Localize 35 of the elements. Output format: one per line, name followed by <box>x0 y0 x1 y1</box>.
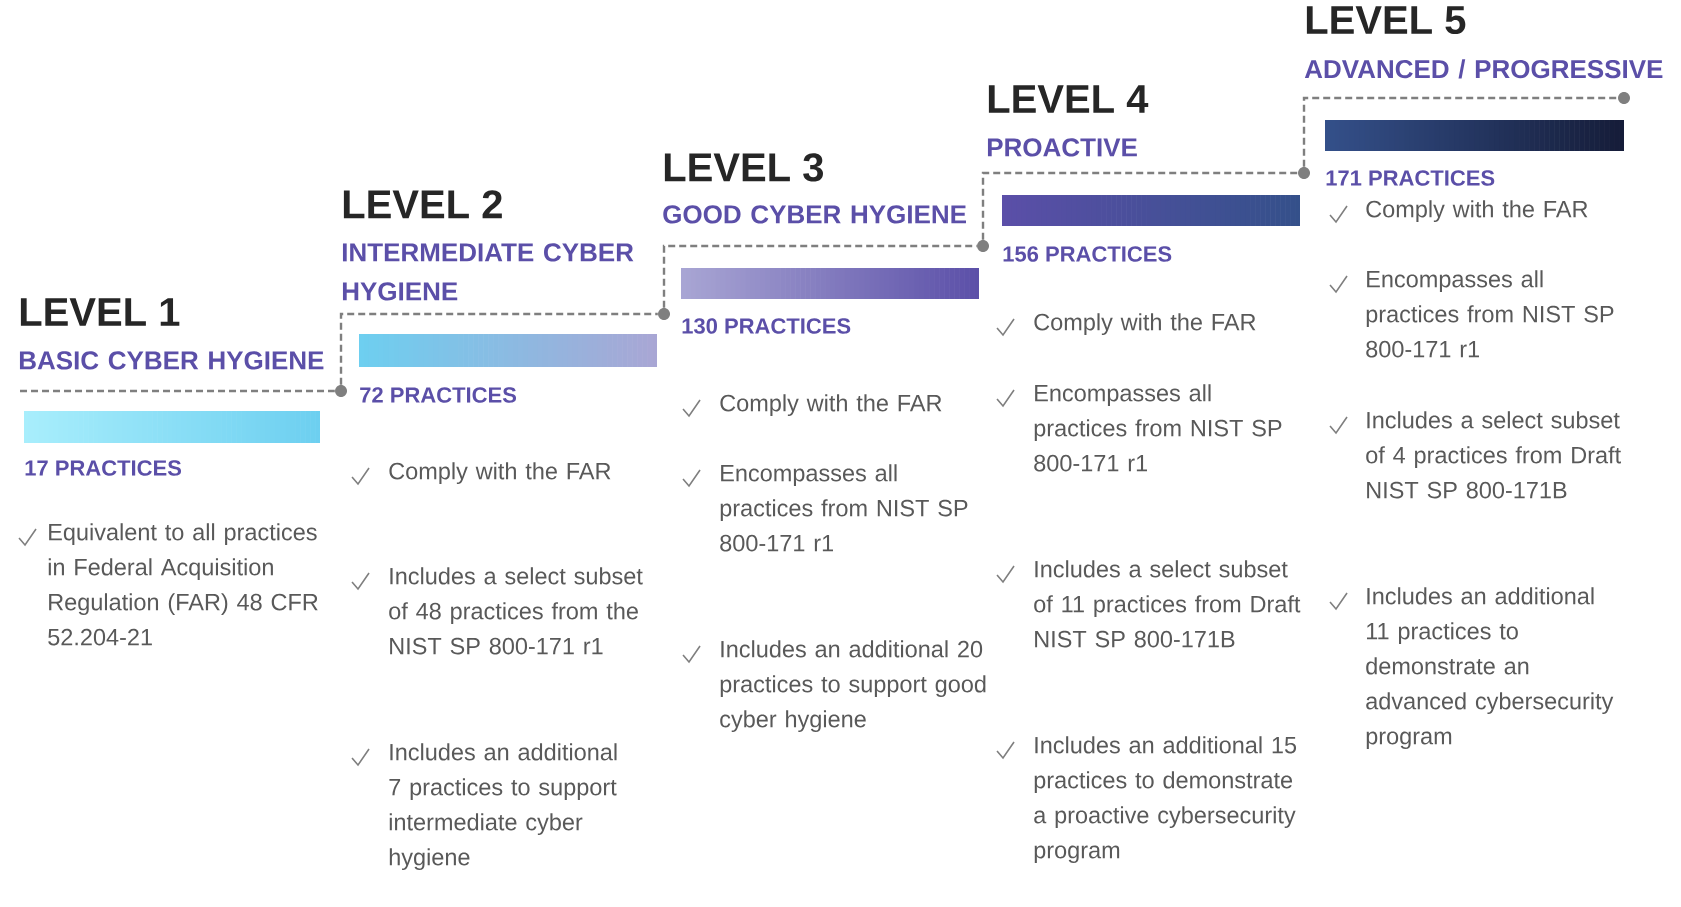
level-subtitle: BASIC CYBER HYGIENE <box>19 351 324 370</box>
bullet-text: Equivalent to all practices in Federal Acquisition Regulation (FAR) 48 CFR 52.204-21 <box>48 523 318 646</box>
bullet-text: Comply with the FAR <box>1366 200 1588 223</box>
level-subtitle: INTERMEDIATE CYBER HYGIENE <box>342 243 634 301</box>
bullet-text: Includes an additional 15 practices to demonstrate a proactive cybersecurity program <box>1034 736 1297 864</box>
bullet-text: Includes an additional 11 practices to demonstrate an advanced cybersecurity program <box>1366 587 1614 750</box>
level-subtitle: PROACTIVE <box>987 138 1137 157</box>
dashed-step-line <box>662 244 977 308</box>
dashed-step-line <box>20 389 335 393</box>
bullet-text: Comply with the FAR <box>720 394 942 417</box>
dashed-step-line <box>339 312 658 385</box>
dashed-step-line <box>1302 96 1618 167</box>
practice-count: 72 PRACTICES <box>360 387 517 403</box>
bullet-text: Comply with the FAR <box>1034 313 1256 336</box>
level-heading: LEVEL 5 <box>1306 6 1466 35</box>
level-heading: LEVEL 3 <box>664 153 823 182</box>
bullet-text: Includes an additional 7 practices to support intermediate cyber hygiene <box>389 743 617 871</box>
level-heading: LEVEL 4 <box>988 85 1149 113</box>
practice-count: 171 PRACTICES <box>1326 170 1495 186</box>
bullet-text: Comply with the FAR <box>389 462 611 485</box>
bullet-text: Includes a select subset of 48 practices from the NIST SP 800-171 r1 <box>389 567 643 655</box>
bullet-text: Encompasses all practices from NIST SP 800-171 r1 <box>720 464 968 552</box>
bullet-text: Includes a select subset of 11 practices from Draft NIST SP 800-171B <box>1034 560 1301 648</box>
level-subtitle: GOOD CYBER HYGIENE <box>663 205 966 224</box>
practice-count: 130 PRACTICES <box>682 318 851 334</box>
practice-count: 156 PRACTICES <box>1003 246 1172 262</box>
bullet-text: Encompasses all practices from NIST SP 800-171 r1 <box>1034 384 1282 472</box>
bullet-text: Encompasses all practices from NIST SP 800-171 r1 <box>1366 270 1614 358</box>
level-heading: LEVEL 2 <box>343 190 502 219</box>
bullet-text: Includes an additional 20 practices to support good cyber hygiene <box>720 640 986 733</box>
bullet-text: Includes a select subset of 4 practices from Draft NIST SP 800-171B <box>1366 411 1621 499</box>
dashed-step-line <box>981 171 1298 240</box>
level-heading: LEVEL 1 <box>20 298 180 326</box>
level-subtitle: ADVANCED / PROGRESSIVE <box>1304 59 1663 79</box>
practice-count: 17 PRACTICES <box>25 460 182 476</box>
